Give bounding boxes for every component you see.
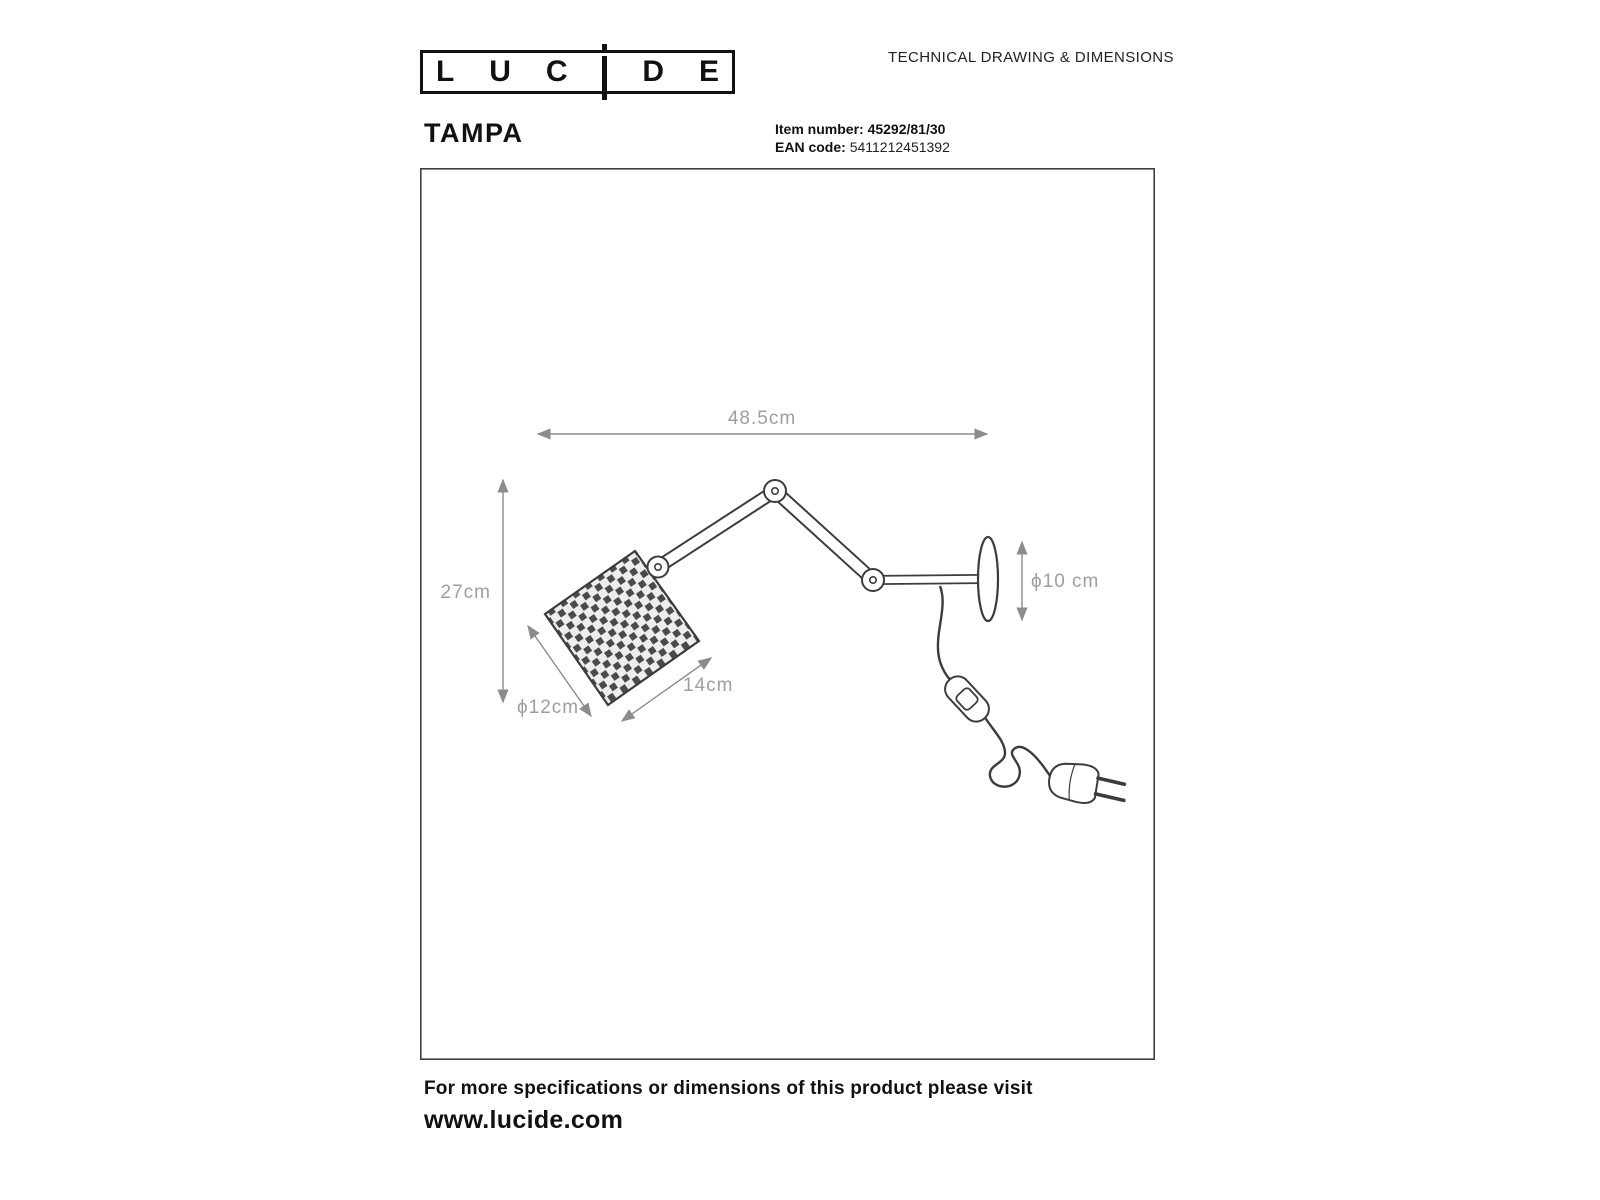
item-number-value: 45292/81/30 bbox=[867, 121, 946, 137]
arm-segment-lower-fill bbox=[653, 486, 780, 572]
plug-body bbox=[1048, 762, 1100, 804]
logo-letter-i-glyph bbox=[602, 44, 608, 100]
technical-drawing: 48.5cm 27cm 14cm ϕ12cm bbox=[420, 168, 1155, 1060]
dimension-height-label: 27cm bbox=[441, 582, 491, 603]
footer-website-url: www.lucide.com bbox=[424, 1106, 624, 1134]
cord-upper bbox=[936, 585, 953, 683]
power-cord bbox=[936, 585, 1054, 788]
logo-letter-d: D bbox=[642, 55, 665, 88]
ean-value: 5411212451392 bbox=[849, 139, 950, 155]
lamp-shade bbox=[543, 549, 701, 707]
item-number-line: Item number: 45292/81/30 bbox=[775, 120, 950, 138]
plug-cap-line bbox=[1068, 764, 1076, 800]
item-number-label: Item number: bbox=[775, 121, 864, 137]
arm-joints bbox=[646, 479, 885, 592]
dimension-shade-width bbox=[620, 657, 713, 722]
dimension-shade-diameter-label: ϕ12cm bbox=[517, 697, 579, 718]
power-plug bbox=[1048, 762, 1127, 804]
cord-lower-loop bbox=[980, 712, 1054, 788]
logo-letter-c: C bbox=[545, 55, 568, 88]
arm-segment-upper-fill bbox=[770, 486, 878, 585]
wall-mount-plate bbox=[976, 535, 1000, 623]
ean-line: EAN code: 5411212451392 bbox=[775, 138, 950, 156]
logo-letter-u: U bbox=[489, 55, 511, 88]
plug-prong-top bbox=[1096, 776, 1127, 787]
document-type-title: TECHNICAL DRAWING & DIMENSIONS bbox=[888, 49, 1174, 66]
cord-switch bbox=[944, 675, 990, 723]
dimension-plate-diameter-label: ϕ10 cm bbox=[1031, 571, 1099, 592]
joint-elbow-pin bbox=[770, 486, 779, 495]
joint-wall-pin bbox=[868, 575, 877, 584]
switch-rocker bbox=[955, 687, 979, 711]
footer-note: For more specifications or dimensions of… bbox=[424, 1078, 1033, 1099]
drawing-border bbox=[420, 168, 1155, 1060]
product-name: TAMPA bbox=[424, 118, 524, 148]
joint-shade-pin bbox=[653, 562, 662, 571]
dimension-shade-diameter bbox=[527, 624, 592, 718]
lucide-logo: L U C D E bbox=[420, 44, 735, 100]
ean-label: EAN code: bbox=[775, 139, 846, 155]
arm-wall-bar-fill bbox=[869, 575, 986, 584]
footer: For more specifications or dimensions of… bbox=[424, 1078, 1033, 1135]
dimension-width-label: 48.5cm bbox=[728, 408, 796, 429]
plug-prong-bottom bbox=[1093, 792, 1126, 803]
logo-letter-l: L bbox=[436, 55, 455, 88]
product-meta: Item number: 45292/81/30 EAN code: 54112… bbox=[775, 120, 950, 156]
articulated-arm bbox=[651, 484, 987, 587]
logo-i-bar bbox=[602, 56, 608, 100]
dimension-shade-width-label: 14cm bbox=[683, 675, 733, 696]
logo-letter-e: E bbox=[698, 55, 719, 88]
logo-i-dot bbox=[602, 44, 608, 50]
